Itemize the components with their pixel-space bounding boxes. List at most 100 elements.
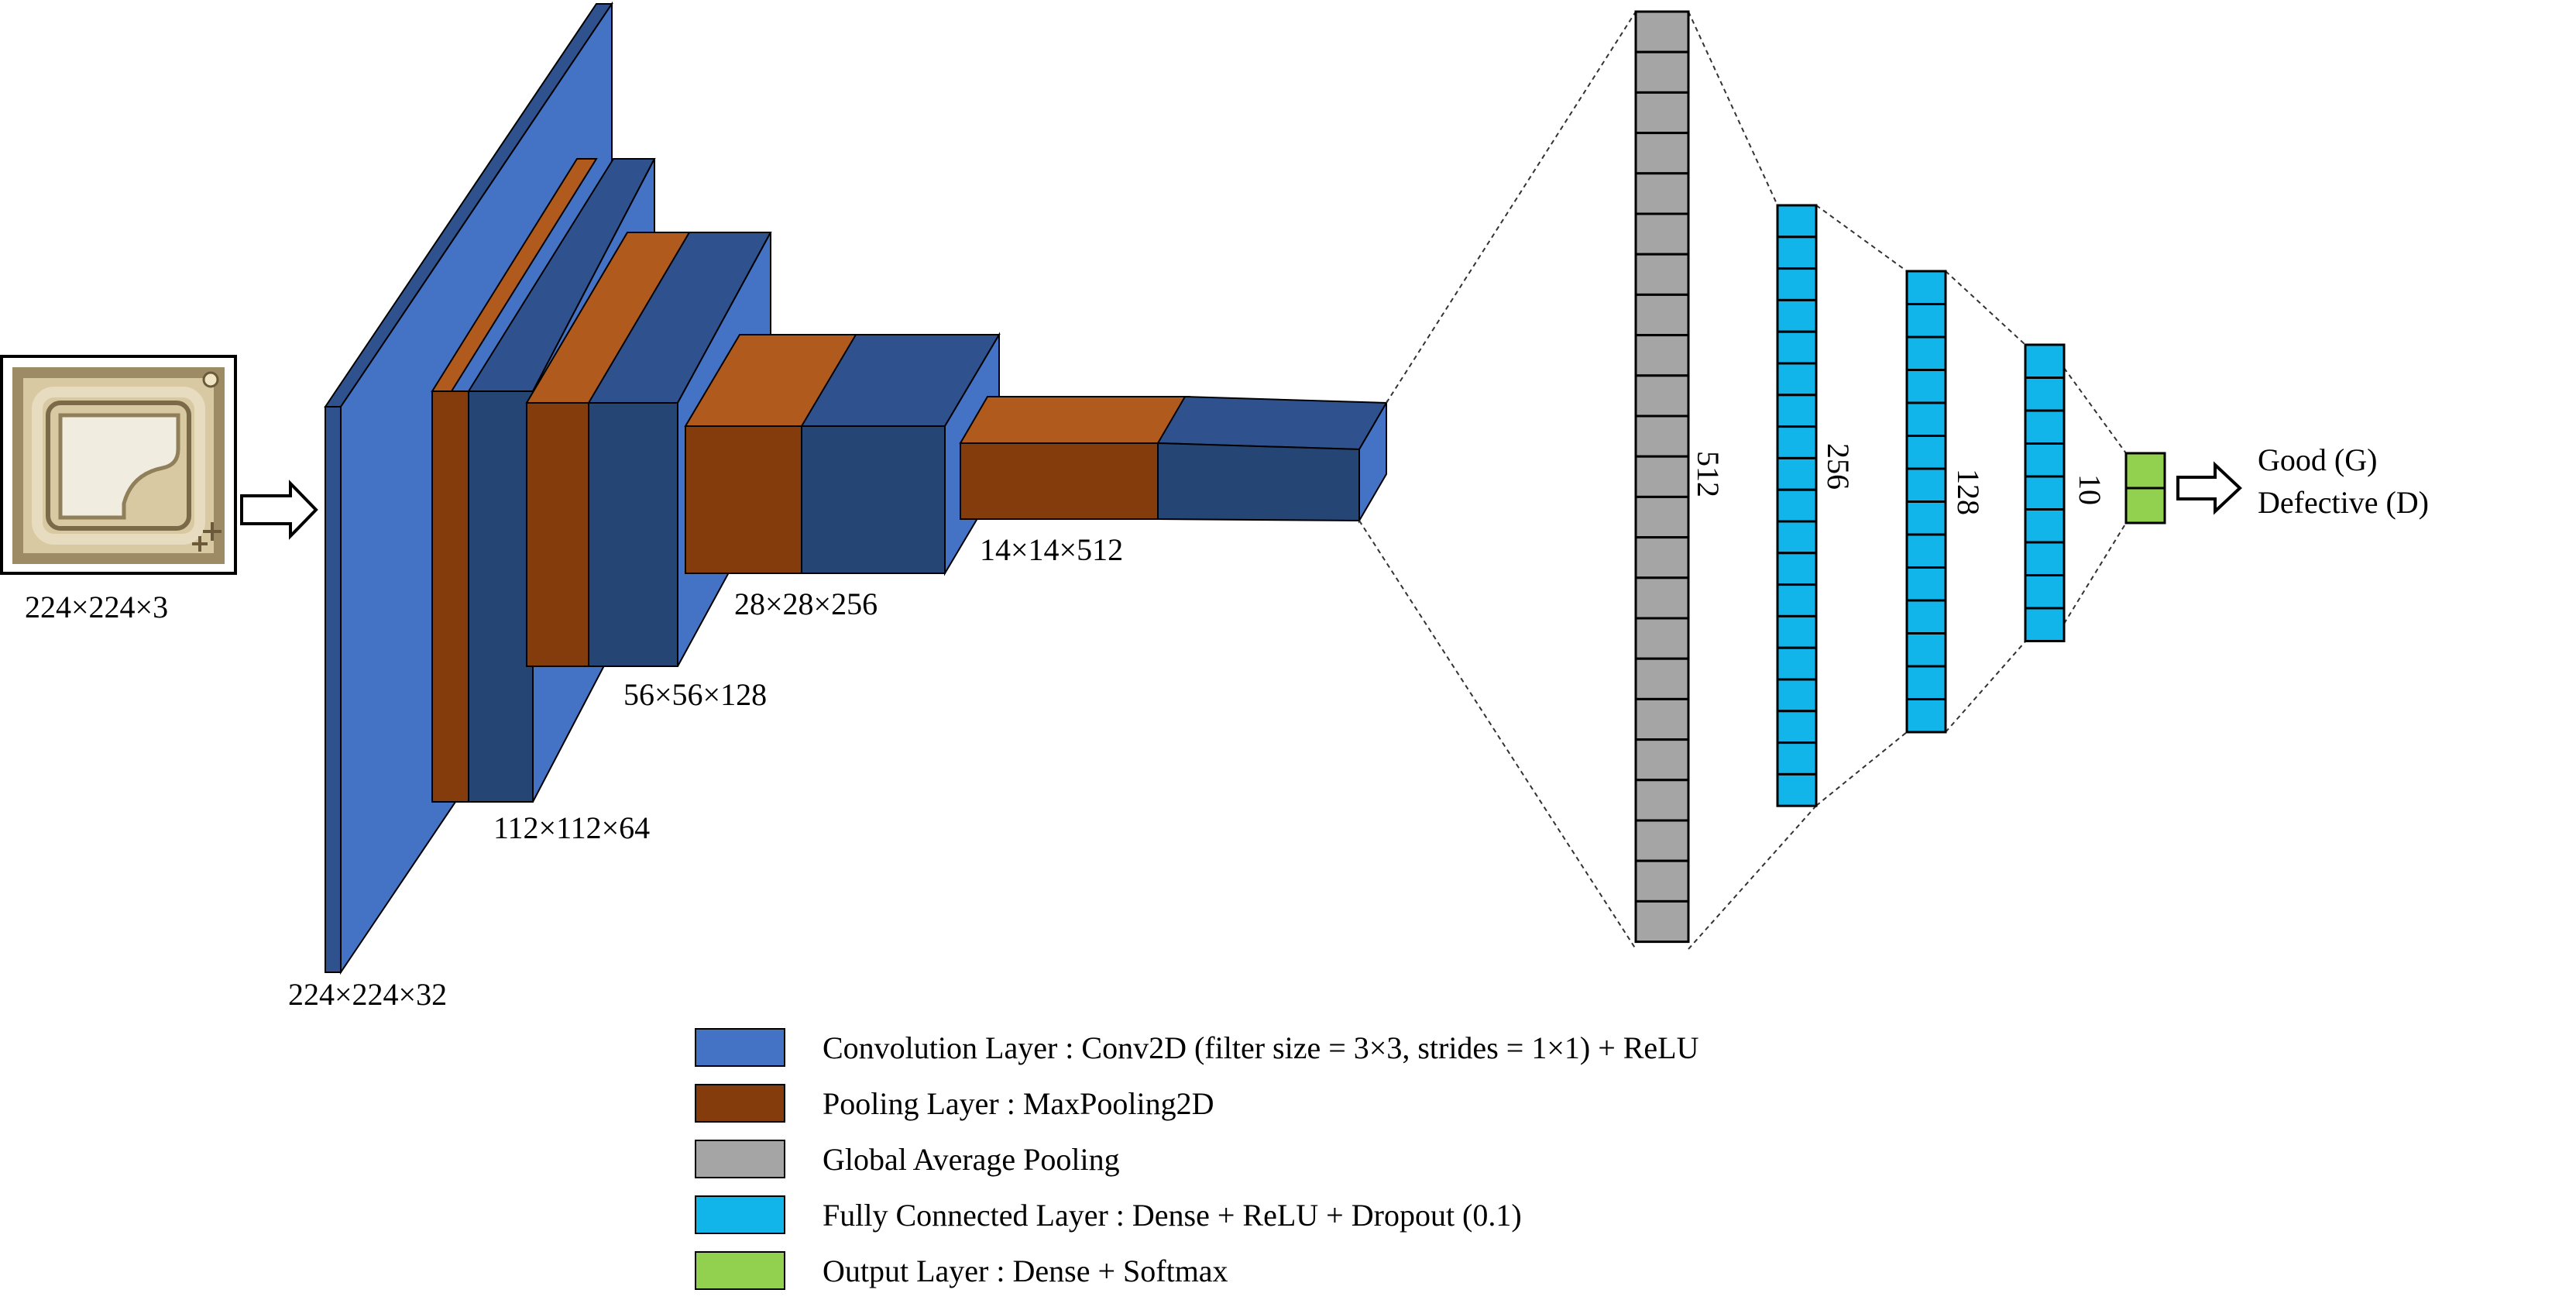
dense-label-128: 128	[1951, 469, 1986, 515]
dense-256-column	[1776, 204, 1818, 807]
gap-cell	[1634, 576, 1690, 620]
dense-128-column	[1905, 270, 1947, 734]
legend-swatch-output	[695, 1251, 785, 1290]
output-label-good: Good (G)	[2258, 442, 2377, 477]
legend: Convolution Layer : Conv2D (filter size …	[695, 1028, 1699, 1290]
gap-cell	[1634, 738, 1690, 782]
dense-10-cell	[2024, 541, 2066, 576]
dense-256-cell	[1776, 394, 1818, 428]
gap-cell	[1634, 293, 1690, 337]
gap-cell	[1634, 657, 1690, 700]
legend-text-output: Output Layer : Dense + Softmax	[823, 1254, 1228, 1288]
dense-10-cell	[2024, 574, 2066, 610]
dense-128-cell	[1905, 533, 1947, 569]
dense-128-cell	[1905, 665, 1947, 700]
dense-256-cell	[1776, 456, 1818, 491]
gap-cell	[1634, 495, 1690, 539]
dense-128-cell	[1905, 303, 1947, 339]
legend-text-gap: Global Average Pooling	[823, 1142, 1120, 1177]
input-shape-label: 224×224×3	[25, 590, 168, 624]
shape-label-3: 56×56×128	[623, 677, 767, 712]
gap-cell	[1634, 536, 1690, 579]
dense-256-cell	[1776, 236, 1818, 270]
dense-128-cell	[1905, 401, 1947, 437]
dense-256-cell	[1776, 710, 1818, 745]
dense-256-cell	[1776, 772, 1818, 807]
gap-cell	[1634, 253, 1690, 296]
dense-256-cell	[1776, 520, 1818, 555]
legend-text-conv: Convolution Layer : Conv2D (filter size …	[823, 1030, 1699, 1065]
dense-10-cell	[2024, 607, 2066, 642]
dense-128-cell	[1905, 599, 1947, 635]
dense-128-cell	[1905, 270, 1947, 305]
dense-256-cell	[1776, 330, 1818, 365]
conv-block-5	[1156, 395, 1388, 524]
gap-cell	[1634, 172, 1690, 215]
legend-text-fc: Fully Connected Layer : Dense + ReLU + D…	[823, 1198, 1522, 1233]
dense-256-cell	[1776, 204, 1818, 239]
dense-10-cell	[2024, 442, 2066, 478]
dense-128-cell	[1905, 566, 1947, 602]
legend-swatch-gap	[695, 1140, 785, 1178]
dense-128-cell	[1905, 698, 1947, 734]
dense-label-256: 256	[1821, 443, 1856, 490]
legend-text-pool: Pooling Layer : MaxPooling2D	[823, 1086, 1214, 1121]
shape-label-1: 224×224×32	[288, 977, 447, 1012]
dense-10-cell	[2024, 377, 2066, 412]
dense-128-cell	[1905, 335, 1947, 371]
gap-cell	[1634, 10, 1690, 53]
dense-label-10: 10	[2073, 474, 2107, 505]
dense-256-cell	[1776, 646, 1818, 681]
legend-swatch-fc	[695, 1195, 785, 1234]
shape-label-2: 112×112×64	[493, 810, 650, 845]
dense-256-cell	[1776, 298, 1818, 333]
gap-cell	[1634, 779, 1690, 822]
connector-lines	[1358, 11, 2127, 950]
input-image	[0, 355, 237, 575]
dense-256-cell	[1776, 267, 1818, 301]
dense-label-512: 512	[1691, 451, 1726, 497]
gap-cell	[1634, 617, 1690, 660]
dense-128-cell	[1905, 500, 1947, 536]
gap-cell	[1634, 414, 1690, 458]
output-cell	[2124, 452, 2166, 490]
legend-swatch-conv	[695, 1028, 785, 1067]
gap-cell	[1634, 50, 1690, 94]
gap-cell	[1634, 212, 1690, 256]
dense-256-cell	[1776, 425, 1818, 459]
dense-256-cell	[1776, 488, 1818, 523]
dense-256-cell	[1776, 552, 1818, 586]
gap-cell	[1634, 91, 1690, 135]
output-arrow-icon	[2176, 461, 2242, 515]
dense-256-cell	[1776, 583, 1818, 617]
gap-column	[1634, 10, 1690, 944]
shape-label-5: 14×14×512	[980, 532, 1123, 567]
dense-10-cell	[2024, 343, 2066, 379]
dense-256-cell	[1776, 362, 1818, 397]
gap-cell	[1634, 859, 1690, 903]
dense-10-cell	[2024, 475, 2066, 511]
dense-10-cell	[2024, 508, 2066, 544]
gap-cell	[1634, 374, 1690, 418]
dense-10-cell	[2024, 409, 2066, 445]
dense-128-cell	[1905, 467, 1947, 503]
gap-cell	[1634, 819, 1690, 862]
output-cell	[2124, 487, 2166, 524]
output-column	[2124, 452, 2166, 524]
output-label-defective: Defective (D)	[2258, 485, 2429, 520]
legend-swatch-pool	[695, 1084, 785, 1123]
dense-256-cell	[1776, 678, 1818, 713]
gap-cell	[1634, 697, 1690, 741]
dense-128-cell	[1905, 632, 1947, 668]
gap-cell	[1634, 334, 1690, 377]
dense-256-cell	[1776, 741, 1818, 776]
gap-cell	[1634, 132, 1690, 175]
shape-label-4: 28×28×256	[734, 586, 878, 621]
dense-256-cell	[1776, 614, 1818, 649]
gap-cell	[1634, 899, 1690, 944]
dense-128-cell	[1905, 369, 1947, 404]
input-arrow-icon	[240, 480, 318, 540]
dense-10-column	[2024, 343, 2066, 642]
dense-128-cell	[1905, 435, 1947, 470]
gap-cell	[1634, 455, 1690, 498]
